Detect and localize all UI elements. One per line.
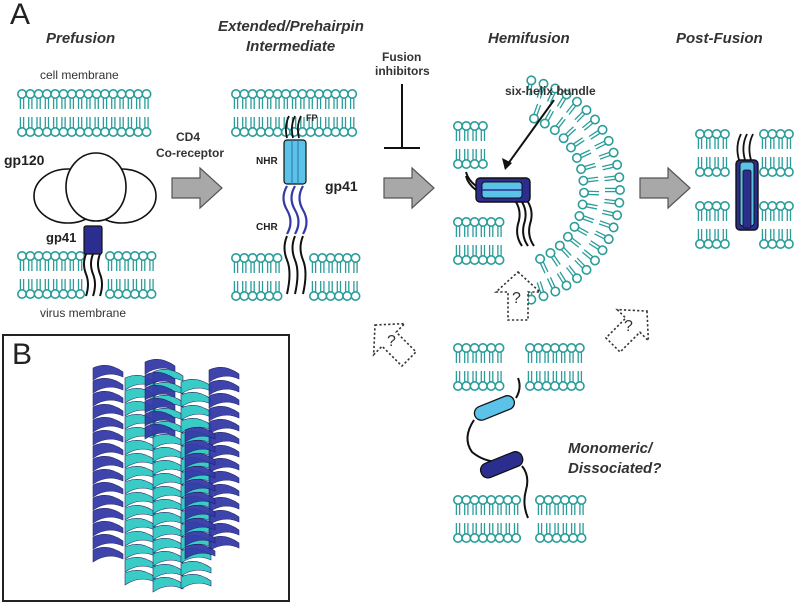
gp41-extended	[282, 115, 308, 295]
gp41-label-prefusion: gp41	[46, 230, 77, 245]
question-mark-up: ?	[512, 290, 521, 307]
arrow-to-postfusion	[639, 167, 691, 209]
panel-b-letter: B	[12, 338, 33, 371]
six-helix-bundle	[465, 171, 535, 247]
inhibitor-bar	[384, 84, 420, 149]
question-mark-left: ?	[387, 333, 396, 350]
arrow-to-hemifusion	[383, 167, 435, 209]
monomer-gp41	[466, 377, 529, 519]
pointer-arrow	[504, 99, 555, 169]
nhr-label: NHR	[256, 156, 278, 167]
postfusion-bundle	[735, 133, 759, 231]
stage-hemifusion: Hemifusion	[488, 30, 570, 47]
gp41-label-extended: gp41	[325, 178, 358, 194]
stage-postfusion: Post-Fusion	[676, 30, 763, 47]
pointer-arrowhead	[502, 158, 512, 170]
fusion-inhibitors-line1: Fusion	[382, 50, 422, 64]
fusion-inhibitors-line2: inhibitors	[375, 64, 430, 78]
question-mark-right: ?	[624, 318, 633, 335]
monomeric-line2: Dissociated?	[568, 460, 662, 477]
stage-intermediate-line2: Intermediate	[246, 38, 336, 55]
chr-label: CHR	[256, 222, 278, 233]
fp-label: FP	[306, 113, 318, 123]
six-helix-label: six-helix bundle	[505, 84, 596, 98]
panel-a-letter: A	[10, 0, 31, 31]
panel-b-frame	[2, 334, 290, 602]
cell-membrane-label: cell membrane	[40, 68, 119, 82]
gp120-trimer	[33, 152, 157, 224]
cd4-label-line2: Co-receptor	[156, 146, 225, 160]
helix-bundle-structure	[92, 358, 240, 593]
virus-membrane-label: virus membrane	[40, 306, 127, 320]
cd4-label-line1: CD4	[176, 130, 201, 144]
gp120-label: gp120	[4, 152, 45, 168]
gp41-prefusion	[83, 225, 103, 297]
arrow-to-intermediate	[171, 167, 223, 209]
stage-intermediate-line1: Extended/Prehairpin	[218, 18, 364, 35]
stage-prefusion: Prefusion	[46, 30, 116, 47]
monomeric-line1: Monomeric/	[568, 440, 653, 457]
